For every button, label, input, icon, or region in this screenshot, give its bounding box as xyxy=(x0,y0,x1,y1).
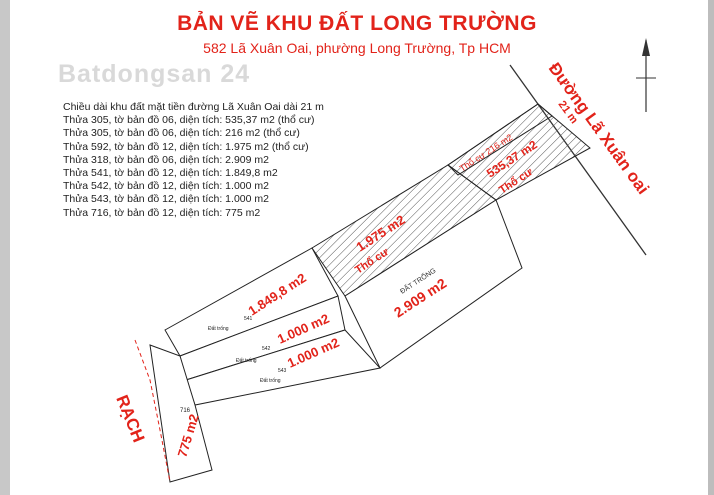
parcel-542-number: 542 xyxy=(262,346,271,352)
watermark-logo: Batdongsan 24 xyxy=(58,60,251,88)
parcel-318 xyxy=(344,199,523,369)
legend-line: Thửa 541, tờ bản đồ 12, diện tích: 1.849… xyxy=(63,167,278,180)
parcel-542-note: Đất trống xyxy=(236,358,257,364)
right-border xyxy=(708,0,714,495)
legend-line: Thửa 305, tờ bản đồ 06, diện tích: 216 m… xyxy=(63,127,300,140)
page-title: BẢN VẼ KHU ĐẤT LONG TRƯỜNG xyxy=(177,12,537,35)
left-border xyxy=(0,0,10,495)
legend-line: Thửa 305, tờ bản đồ 06, diện tích: 535,3… xyxy=(63,114,315,127)
page-subtitle: 582 Lã Xuân Oai, phường Long Trường, Tp … xyxy=(203,40,511,56)
north-arrow-icon xyxy=(636,38,656,112)
parcel-legend: Chiều dài khu đất mặt tiền đường Lã Xuân… xyxy=(63,101,363,220)
parcel-541-number: 541 xyxy=(244,316,253,322)
legend-line: Chiều dài khu đất mặt tiền đường Lã Xuân… xyxy=(63,101,324,113)
parcel-543-note: Đất trống xyxy=(260,378,281,384)
legend-line: Thửa 318, tờ bản đồ 06, diện tích: 2.909… xyxy=(63,153,269,166)
canal-label: RẠCH xyxy=(112,392,148,445)
parcel-541-note: Đất trống xyxy=(208,326,229,332)
canal-edge xyxy=(134,339,171,483)
legend-line: Thửa 542, tờ bản đồ 12, diện tích: 1.000… xyxy=(63,180,269,193)
legend-line: Thửa 716, tờ bản đồ 12, diện tích: 775 m… xyxy=(63,206,261,219)
parcel-716 xyxy=(149,344,213,483)
parcel-716-number: 716 xyxy=(180,408,191,414)
road-edge xyxy=(509,64,647,256)
legend-line: Thửa 592, tờ bản đồ 12, diện tích: 1.975… xyxy=(63,140,309,153)
legend-line: Thửa 543, tờ bản đồ 12, diện tích: 1.000… xyxy=(63,193,269,206)
parcel-543-number: 543 xyxy=(278,368,287,374)
